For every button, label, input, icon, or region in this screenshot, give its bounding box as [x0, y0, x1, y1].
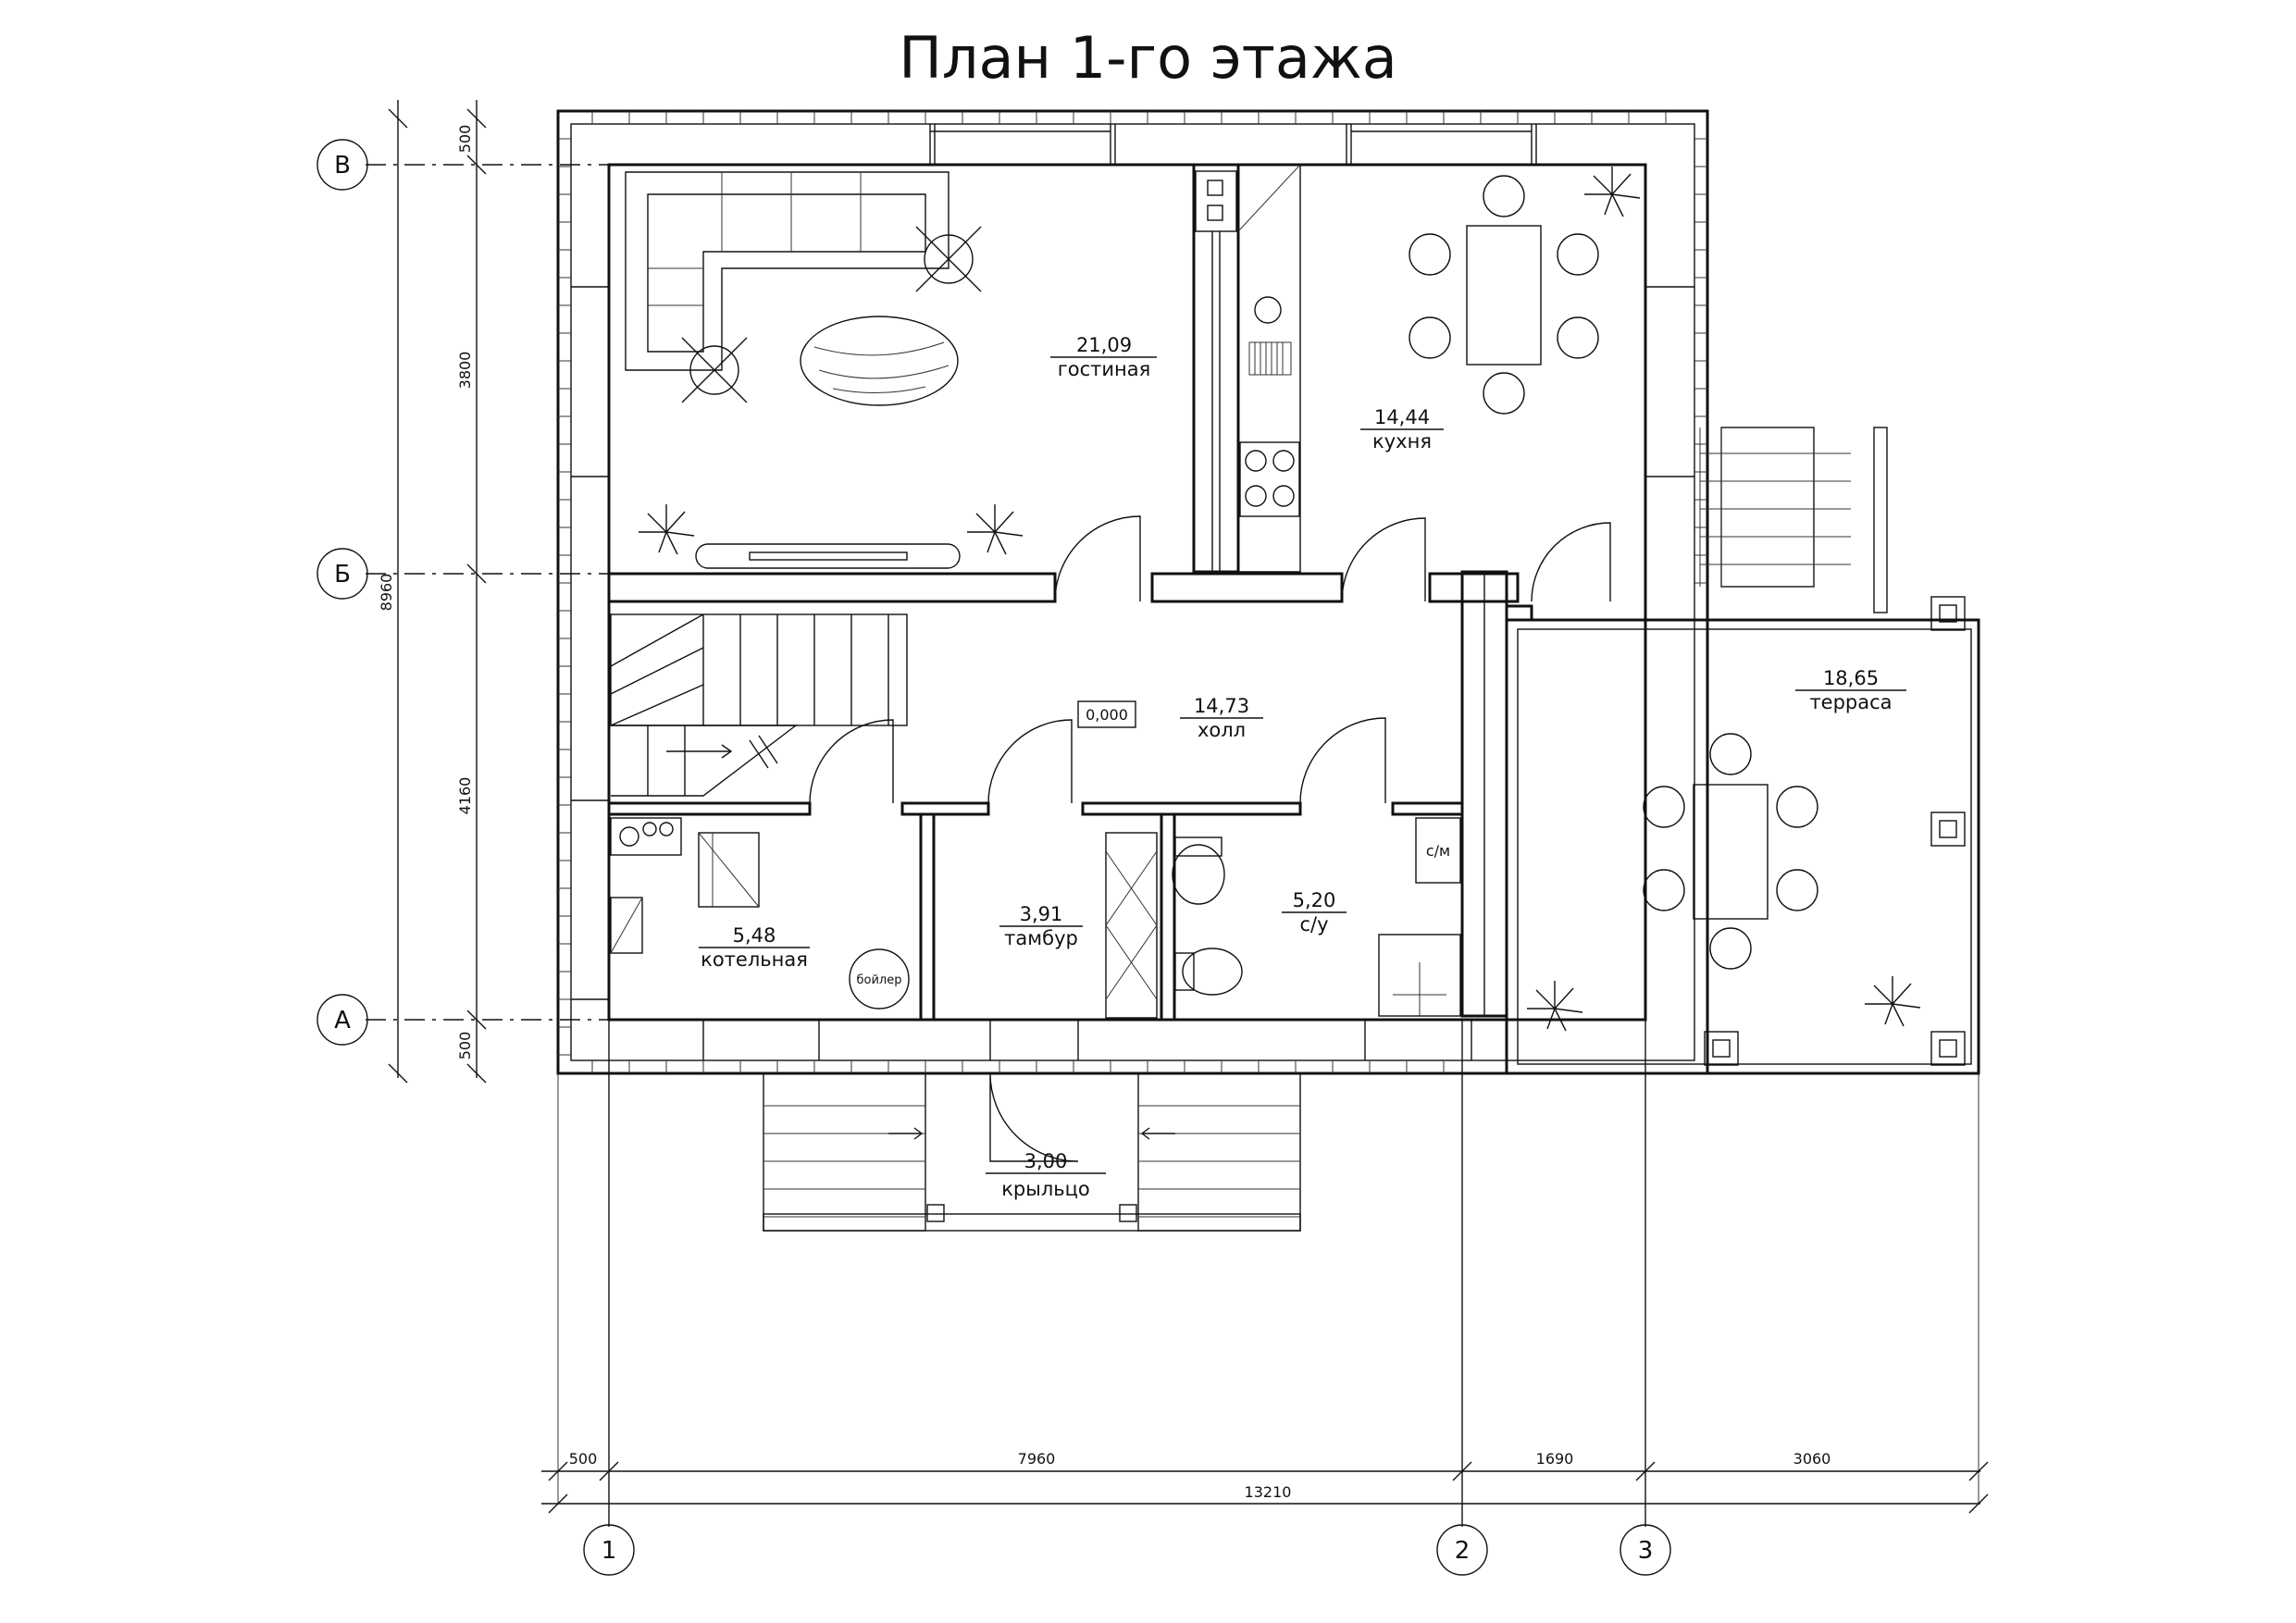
axis-col-3: 3 — [1638, 1537, 1654, 1565]
utility-fixtures — [610, 817, 1461, 1019]
axis-col-2: 2 — [1455, 1537, 1471, 1565]
kitchen-area: 14,44 — [1374, 406, 1430, 428]
dim-v-upper: 3800 — [456, 352, 474, 390]
exterior-walls — [556, 109, 1709, 1075]
boiler-area: 5,48 — [733, 924, 776, 947]
terrace-name: терраса — [1809, 691, 1892, 713]
porch-area: 3,00 — [1024, 1150, 1068, 1172]
terrace — [1505, 427, 1980, 1075]
living-furniture — [625, 171, 982, 569]
axis-row-b: Б — [334, 561, 351, 588]
plant-icon — [639, 167, 1921, 1032]
terrace-area: 18,65 — [1823, 667, 1879, 689]
dimension-lines — [388, 100, 1989, 1514]
dim-h-right: 3060 — [1793, 1450, 1831, 1468]
axis-markers: В Б А 1 2 3 — [316, 139, 1671, 1576]
interior-stair — [610, 613, 908, 797]
boiler-unit-label: бойлер — [857, 973, 902, 987]
washer-label: с/м — [1426, 842, 1450, 860]
dim-v-lower: 4160 — [456, 777, 474, 815]
doors — [809, 515, 1611, 1162]
dim-v-total: 8960 — [378, 574, 395, 612]
axis-row-a: А — [334, 1007, 351, 1035]
living-area: 21,09 — [1076, 334, 1132, 356]
room-labels: 21,09 гостиная 14,44 кухня 0,000 14,73 х… — [699, 334, 1906, 1200]
level-mark-box — [1077, 700, 1136, 728]
porch — [763, 1072, 1301, 1232]
dim-h-left: 500 — [569, 1450, 598, 1468]
axis-col-1: 1 — [602, 1537, 617, 1565]
hall-name: холл — [1198, 719, 1246, 741]
living-name: гостиная — [1058, 358, 1151, 380]
vestibule-area: 3,91 — [1020, 903, 1063, 925]
axis-lines — [366, 164, 1980, 1527]
dimension-texts: 500 3800 4160 500 8960 500 7960 1690 306… — [378, 125, 1831, 1501]
porch-name: крыльцо — [1001, 1178, 1090, 1200]
bathroom-name: с/у — [1299, 913, 1328, 935]
axis-row-v: В — [334, 152, 351, 180]
dim-h-main: 7960 — [1018, 1450, 1056, 1468]
kitchen-furniture — [1237, 164, 1599, 573]
kitchen-name: кухня — [1372, 430, 1432, 452]
interior-walls — [607, 163, 1533, 1022]
dim-v-bottom: 500 — [456, 1032, 474, 1060]
level-mark: 0,000 — [1086, 706, 1128, 724]
dim-h-mid: 1690 — [1536, 1450, 1574, 1468]
boiler-name: котельная — [701, 948, 808, 971]
plan-title: План 1-го этажа — [899, 24, 1397, 92]
vestibule-name: тамбур — [1004, 927, 1078, 949]
dim-h-total: 13210 — [1245, 1483, 1292, 1501]
hall-area: 14,73 — [1194, 695, 1249, 717]
bathroom-area: 5,20 — [1293, 889, 1336, 911]
dim-v-top: 500 — [456, 125, 474, 154]
